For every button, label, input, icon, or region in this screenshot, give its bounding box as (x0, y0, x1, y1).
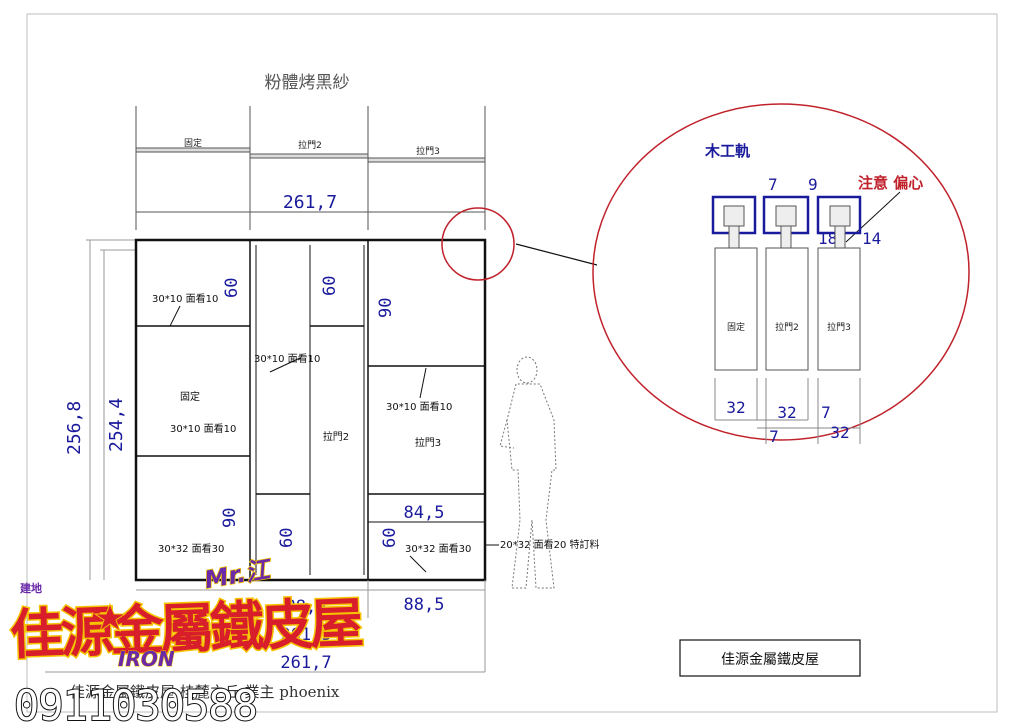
zoom-circle-small (441, 207, 515, 281)
dim-88-5: 88,5 (404, 595, 445, 615)
dim-90-door3-top: 90 (376, 298, 396, 318)
dim-height-inner: 254,4 (106, 398, 127, 452)
detail-dim-32-a: 32 (726, 398, 745, 417)
note-30x10-door3: 30*10 面看10 (386, 400, 452, 413)
slab-label-door2: 拉門2 (775, 321, 799, 333)
sheet-border (26, 13, 998, 713)
label-fixed-center: 固定 (180, 390, 200, 403)
detail-warning-offset: 注意 偏心 (858, 174, 923, 192)
dim-height-outer: 256,8 (64, 401, 85, 455)
dim-60-fixed: 60 (222, 278, 242, 298)
label-door2-center: 拉門2 (323, 430, 349, 443)
brand-watermark-logo: 佳源金屬鐵皮屋 建地 Mr.江 IRON 0911030588 (7, 554, 364, 724)
dim-60-door2-bottom: 60 (277, 528, 297, 548)
note-20x32-special: 20*32 面看20 特訂料 (500, 538, 600, 551)
detail-dim-7-top: 7 (768, 175, 778, 194)
detail-title-wood-track: 木工軌 (704, 142, 750, 160)
star-icon (93, 602, 127, 633)
brand-name: 佳源金屬鐵皮屋 (9, 591, 363, 666)
label-door3-top: 拉門3 (416, 145, 440, 157)
person-silhouette-icon (499, 356, 557, 589)
label-door3-center: 拉門3 (415, 436, 441, 449)
detail-dim-32-b: 32 (777, 403, 796, 422)
left-dimension-lines (86, 239, 136, 580)
detail-dim-7-bottom-a: 7 (821, 403, 831, 422)
brand-phone: 0911030588 (14, 681, 257, 724)
dim-60-door3-bottom: 60 (380, 528, 400, 548)
label-fixed-top: 固定 (184, 137, 202, 149)
company-stamp-box (679, 639, 861, 677)
footer-project-line: 佳源金屬鐵皮屋 桂麓之丘 業主 phoenix (70, 683, 340, 701)
note-30x10-fixed-mid: 30*10 面看10 (170, 422, 236, 435)
dim-total-width: 261,7 (283, 192, 337, 213)
dim-bottom-261-5: 261,5 (280, 625, 331, 645)
detail-dim-7-bottom-b: 7 (769, 427, 779, 446)
note-30x10-fixed-top: 30*10 面看10 (152, 292, 218, 305)
dim-84-5: 84,5 (404, 503, 445, 523)
dim-60-door2-top: 60 (320, 276, 340, 296)
note-30x32-door3: 30*32 面看30 (405, 542, 471, 555)
leader-lines (169, 305, 427, 573)
track-profiles (711, 195, 862, 249)
brand-signature: Mr.江 (202, 555, 274, 594)
detail-circle (592, 103, 970, 441)
title-powder-coat: 粉體烤黑紗 (265, 73, 350, 93)
bottom-dimension-lines (136, 580, 486, 672)
cabinet-frame (134, 238, 487, 582)
note-30x10-door2: 30*10 面看10 (254, 352, 320, 365)
company-stamp-text: 佳源金屬鐵皮屋 (721, 651, 819, 668)
slab-label-fixed: 固定 (727, 321, 745, 333)
zoom-connector (515, 243, 598, 266)
slab-label-door3: 拉門3 (827, 321, 851, 333)
brand-small-tag: 建地 (20, 581, 42, 595)
dim-90-fixed-bottom: 90 (220, 508, 240, 528)
label-door2-top: 拉門2 (298, 139, 322, 151)
detail-dim-9-top: 9 (808, 175, 818, 194)
note-30x32-fixed: 30*32 面看30 (158, 542, 224, 555)
door-slabs (714, 247, 861, 371)
dim-bottom-261-7: 261,7 (280, 653, 331, 673)
detail-dim-14: 14 (862, 229, 881, 248)
detail-dim-32-c: 32 (830, 423, 849, 442)
detail-dimension-ticks (714, 378, 861, 444)
brand-iron: IRON (118, 647, 175, 671)
dim-bottom-88-5-left: 88,5 (286, 597, 327, 617)
